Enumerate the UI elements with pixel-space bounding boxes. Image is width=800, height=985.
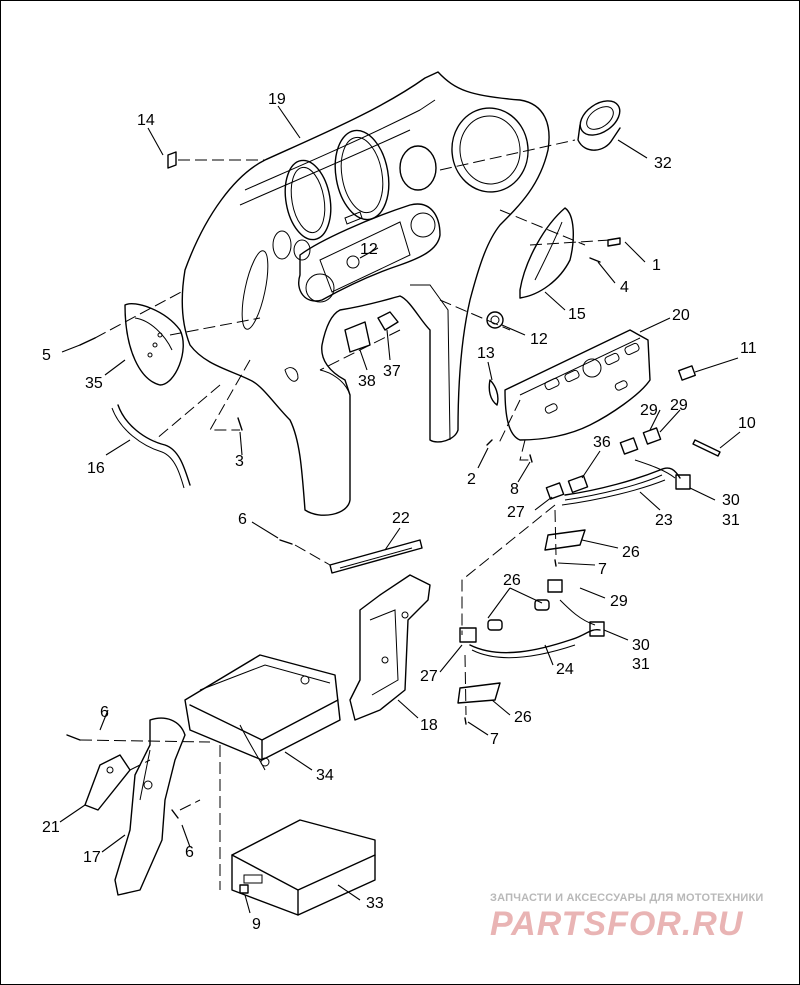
speaker-part xyxy=(577,100,621,151)
seal-strip-part xyxy=(117,404,191,486)
plate-part-26b xyxy=(457,682,501,704)
plate-part-26a xyxy=(544,529,586,551)
label-10: 10 xyxy=(738,415,756,432)
label-12a: 12 xyxy=(360,241,378,258)
label-15: 15 xyxy=(568,306,586,323)
label-7b: 7 xyxy=(490,731,499,748)
assembly-lines xyxy=(79,139,611,890)
label-17: 17 xyxy=(83,849,101,866)
nut-part-14 xyxy=(167,151,177,169)
label-12b: 12 xyxy=(530,331,548,348)
label-38: 38 xyxy=(358,373,376,390)
label-8: 8 xyxy=(510,481,519,498)
label-31a: 31 xyxy=(722,512,740,529)
socket-part-38 xyxy=(344,321,371,353)
label-3: 3 xyxy=(235,453,244,470)
plug-part-37 xyxy=(377,311,399,331)
bracket-part-17 xyxy=(114,717,186,896)
label-5: 5 xyxy=(42,347,51,364)
label-7a: 7 xyxy=(598,561,607,578)
label-27a: 27 xyxy=(507,504,525,521)
speaker-cover-part xyxy=(124,303,184,386)
label-4: 4 xyxy=(620,279,629,296)
label-16: 16 xyxy=(87,460,105,477)
bracket-part-18 xyxy=(349,574,431,721)
label-9: 9 xyxy=(252,916,261,933)
label-13: 13 xyxy=(477,345,495,362)
fasteners xyxy=(66,237,621,819)
label-35: 35 xyxy=(85,375,103,392)
label-11: 11 xyxy=(740,340,757,357)
leader-lines xyxy=(59,105,741,914)
grommet-part-12 xyxy=(486,311,504,329)
label-29a: 29 xyxy=(670,397,688,414)
label-31b: 31 xyxy=(632,656,650,673)
label-33: 33 xyxy=(366,895,384,912)
label-18: 18 xyxy=(420,717,438,734)
radio-unit-part xyxy=(231,819,376,916)
switch-panel-part xyxy=(504,329,651,441)
label-34: 34 xyxy=(316,767,334,784)
label-19: 19 xyxy=(268,91,286,108)
label-1: 1 xyxy=(652,257,661,274)
watermark-logo: PARTSFOR.RU xyxy=(490,905,744,943)
fairing-part xyxy=(181,71,550,516)
radio-housing-part xyxy=(184,654,341,771)
label-30b: 30 xyxy=(632,637,650,654)
label-21: 21 xyxy=(42,819,60,836)
label-26b: 26 xyxy=(514,709,532,726)
part-number-labels: 19 14 32 1 4 12 15 20 12 11 13 37 38 5 3… xyxy=(42,91,757,933)
label-37: 37 xyxy=(383,363,401,380)
label-6c: 6 xyxy=(185,844,194,861)
harness-lower-part xyxy=(459,579,605,659)
label-27b: 27 xyxy=(420,668,438,685)
label-14: 14 xyxy=(137,112,155,129)
label-22: 22 xyxy=(392,510,410,527)
harness-upper-part xyxy=(545,427,691,506)
label-2: 2 xyxy=(467,471,476,488)
label-28: 29 xyxy=(640,402,658,419)
label-36: 36 xyxy=(593,434,611,451)
label-26a: 26 xyxy=(622,544,640,561)
watermark-tagline: ЗАПЧАСТИ И АКСЕССУАРЫ ДЛЯ МОТОТЕХНИКИ xyxy=(490,892,764,904)
label-6a: 6 xyxy=(238,511,247,528)
side-cover-part xyxy=(519,207,574,299)
label-30a: 30 xyxy=(722,492,740,509)
label-32: 32 xyxy=(654,155,672,172)
bracket-part-22 xyxy=(329,539,423,574)
label-24: 24 xyxy=(556,661,574,678)
label-20: 20 xyxy=(672,307,690,324)
label-6b: 6 xyxy=(100,704,109,721)
bracket-part-11 xyxy=(678,365,696,381)
clip-part-10 xyxy=(692,439,721,457)
label-23: 23 xyxy=(655,512,673,529)
bracket-part-21 xyxy=(84,754,131,811)
label-25: 26 xyxy=(503,572,521,589)
clip-part-13 xyxy=(488,379,499,406)
label-29b: 29 xyxy=(610,593,628,610)
